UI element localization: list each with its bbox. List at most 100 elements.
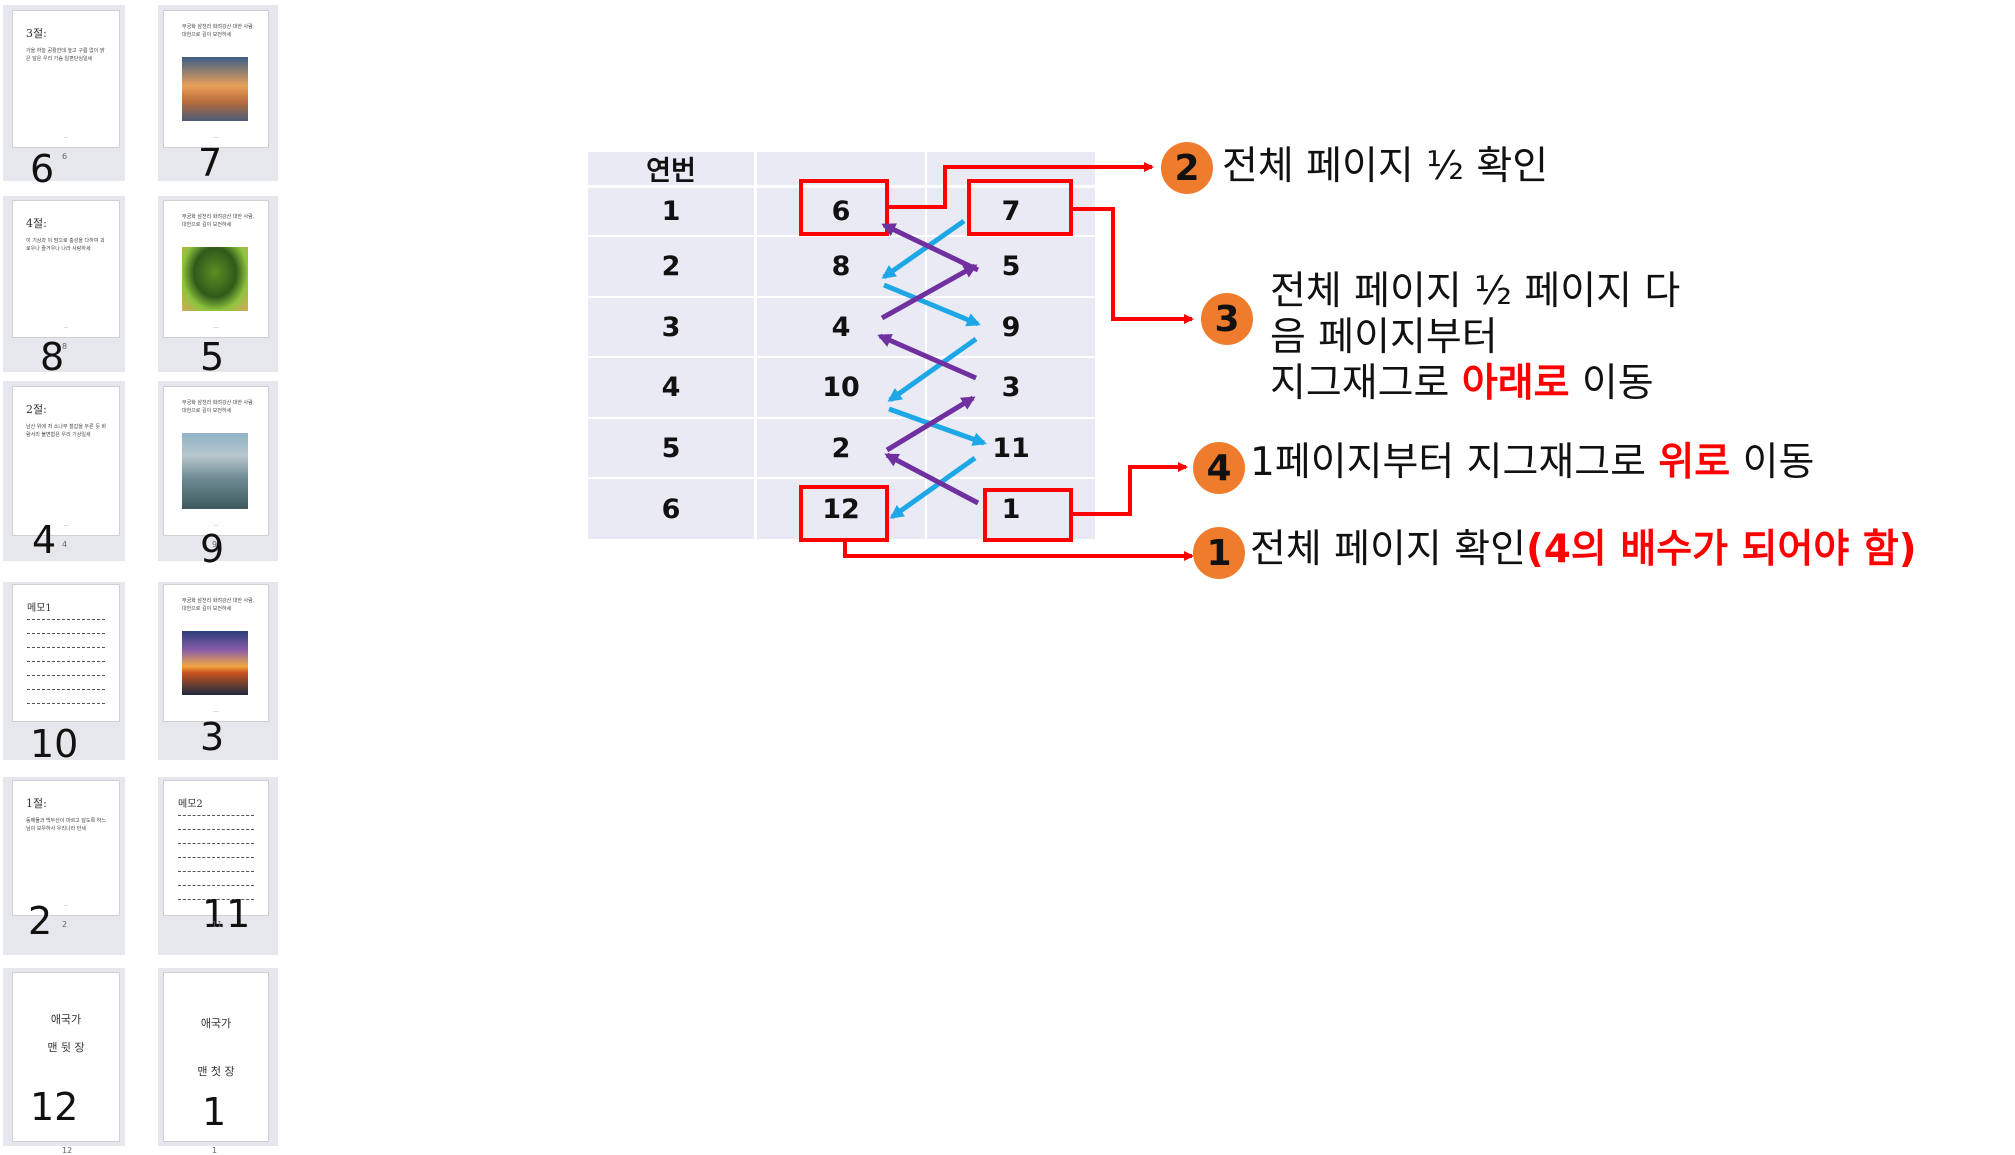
arrow-blue-7-8 — [881, 218, 966, 280]
page-preview: 애국가 맨 뒷 장 — [12, 972, 120, 1142]
table-cell-right-page: 11 — [992, 432, 1030, 464]
page-preview: 무궁화 삼천리 화려강산 대한 사람, 대한으로 길이 보전하세 — — [163, 200, 269, 338]
arrow-purple-2-3 — [885, 395, 976, 453]
table-cell-right-page: 3 — [1001, 372, 1021, 403]
table-cell-left-page: 2 — [831, 432, 851, 464]
table-cell-left-page: 4 — [831, 311, 851, 343]
page-number-large: 11 — [202, 892, 251, 936]
highlight-box-12 — [799, 485, 889, 542]
arrow-blue-10-11 — [888, 406, 987, 446]
step3-badge: 3 — [1201, 293, 1253, 345]
anthem-title: 애국가 — [50, 1013, 82, 1026]
page-number-large: 3 — [200, 715, 225, 759]
table-cell-bg — [588, 419, 754, 477]
page-number-large: 5 — [200, 335, 225, 379]
page-preview: 무궁화 삼천리 화려강산 대한 사람, 대한으로 길이 보전하세 — — [163, 386, 269, 536]
page-number-small: 2 — [62, 920, 68, 929]
table-cell-bg — [927, 419, 1095, 477]
table-cell-bg — [927, 237, 1095, 296]
step1-pre: 전체 페이지 확인 — [1250, 527, 1526, 572]
page-number-small: 12 — [62, 1146, 73, 1155]
highlight-box-7 — [967, 179, 1073, 236]
table-header-seq: 연번 — [646, 156, 696, 187]
arrow-purple-3-4 — [877, 333, 978, 381]
step3-line2: 음 페이지부터 — [1270, 315, 1498, 360]
table-cell-left-page: 12 — [822, 493, 860, 525]
page-number-small: 6 — [62, 152, 68, 161]
sea-sunset-image — [182, 631, 248, 695]
section-title: 1절: — [26, 797, 47, 810]
table-cell-seq: 3 — [661, 311, 681, 343]
step4-pre: 1페이지부터 지그재그로 — [1250, 440, 1659, 485]
table-cell-bg — [588, 152, 754, 185]
city-image — [182, 433, 248, 509]
arrow-blue-8-9 — [883, 282, 981, 327]
page-number-large: 4 — [32, 518, 57, 562]
arrow-blue-11-12 — [889, 455, 977, 520]
page-number-small: 1 — [212, 1146, 218, 1155]
page-preview: 1절: 동해물과 백두산이 마르고 닳도록 하느님이 보우하사 우리나라 만세 … — [12, 780, 120, 916]
table-cell-right-page: 7 — [1001, 196, 1021, 227]
section-title: 3절: — [26, 27, 47, 40]
section-text: 가을 하늘 공활한데 높고 구름 없이 밝은 달은 우리 가슴 일편단심일세 — [26, 48, 105, 62]
page-preview: 무궁화 삼천리 화려강산 대한 사람, 대한으로 길이 보전하세 — — [163, 10, 269, 148]
sunset-clouds-image — [182, 57, 248, 121]
arrow-purple-5-6 — [881, 222, 980, 273]
page-number-small: 8 — [62, 342, 68, 351]
page-number-large: 1 — [202, 1090, 227, 1134]
step4-text: 1페이지부터 지그재그로 위로 이동 — [1250, 440, 1814, 486]
table-cell-left-page: 8 — [831, 251, 851, 282]
step3-text: 전체 페이지 ½ 페이지 다 음 페이지부터 지그재그로 아래로 이동 — [1270, 269, 1680, 407]
section-title: 4절: — [26, 217, 47, 230]
step4-red: 위로 — [1658, 440, 1731, 485]
table-cell-seq: 1 — [661, 196, 681, 227]
page-preview: 무궁화 삼천리 화려강산 대한 사람, 대한으로 길이 보전하세 — — [163, 584, 269, 722]
table-cell-right-page: 9 — [1001, 311, 1021, 343]
step1-badge: 1 — [1193, 527, 1245, 579]
page-caption: 무궁화 삼천리 화려강산 대한 사람, 대한으로 길이 보전하세 — [182, 598, 255, 612]
memo-title: 메모2 — [178, 799, 203, 810]
page-number-large: 10 — [30, 722, 79, 766]
table-cell-right-page: 5 — [1001, 251, 1021, 282]
page-caption: 무궁화 삼천리 화려강산 대한 사람, 대한으로 길이 보전하세 — [182, 400, 255, 414]
table-cell-seq: 6 — [661, 493, 681, 525]
page-number-small: 11 — [212, 920, 223, 929]
table-cell-bg — [757, 358, 925, 417]
step2-text: 전체 페이지 ½ 확인 — [1222, 144, 1549, 189]
table-cell-bg — [588, 358, 754, 417]
table-cell-bg — [588, 237, 754, 296]
step1-red: (4의 배수가 되어야 함) — [1525, 527, 1917, 572]
step3-line3: 지그재그로 아래로 이동 — [1270, 361, 1680, 407]
table-cell-right-page: 1 — [1001, 493, 1021, 525]
anthem-title: 애국가 — [200, 1017, 232, 1030]
step4-badge: 4 — [1193, 442, 1245, 494]
page-number-large: 7 — [198, 141, 223, 185]
step3-line3-red: 아래로 — [1461, 361, 1570, 406]
table-cell-left-page: 6 — [831, 196, 851, 227]
anthem-sub: 맨 첫 장 — [197, 1065, 235, 1078]
table-cell-bg — [927, 298, 1095, 356]
arrow-purple-1-2 — [884, 452, 980, 506]
section-text: 동해물과 백두산이 마르고 닳도록 하느님이 보우하사 우리나라 만세 — [26, 818, 106, 832]
memo-title: 메모1 — [27, 603, 52, 614]
connector-step1 — [843, 540, 1194, 561]
section-title: 2절: — [26, 403, 47, 416]
table-cell-bg — [757, 188, 925, 235]
page-number-large: 12 — [30, 1085, 79, 1129]
connector-step2 — [887, 162, 1154, 209]
table-cell-bg — [588, 298, 754, 356]
section-text: 이 기상과 이 맘으로 충성을 다하여 괴로우나 즐거우나 나라 사랑하세 — [26, 238, 105, 252]
table-cell-seq: 5 — [661, 432, 681, 464]
page-number-large: 9 — [200, 527, 225, 571]
page-number-large: 8 — [40, 335, 65, 379]
table-cell-bg — [757, 419, 925, 477]
section-text: 남산 위에 저 소나무 철갑을 두른 듯 바람서리 불변함은 우리 기상일세 — [26, 424, 107, 438]
table-cell-seq: 2 — [661, 251, 681, 282]
step1-text: 전체 페이지 확인(4의 배수가 되어야 함) — [1250, 527, 1917, 573]
arrow-blue-9-10 — [887, 336, 978, 403]
page-preview: 4절: 이 기상과 이 맘으로 충성을 다하여 괴로우나 즐거우나 나라 사랑하… — [12, 200, 120, 338]
memo-lines — [178, 815, 254, 913]
table-cell-seq: 4 — [661, 372, 681, 403]
page-preview: 3절: 가을 하늘 공활한데 높고 구름 없이 밝은 달은 우리 가슴 일편단심… — [12, 10, 120, 148]
